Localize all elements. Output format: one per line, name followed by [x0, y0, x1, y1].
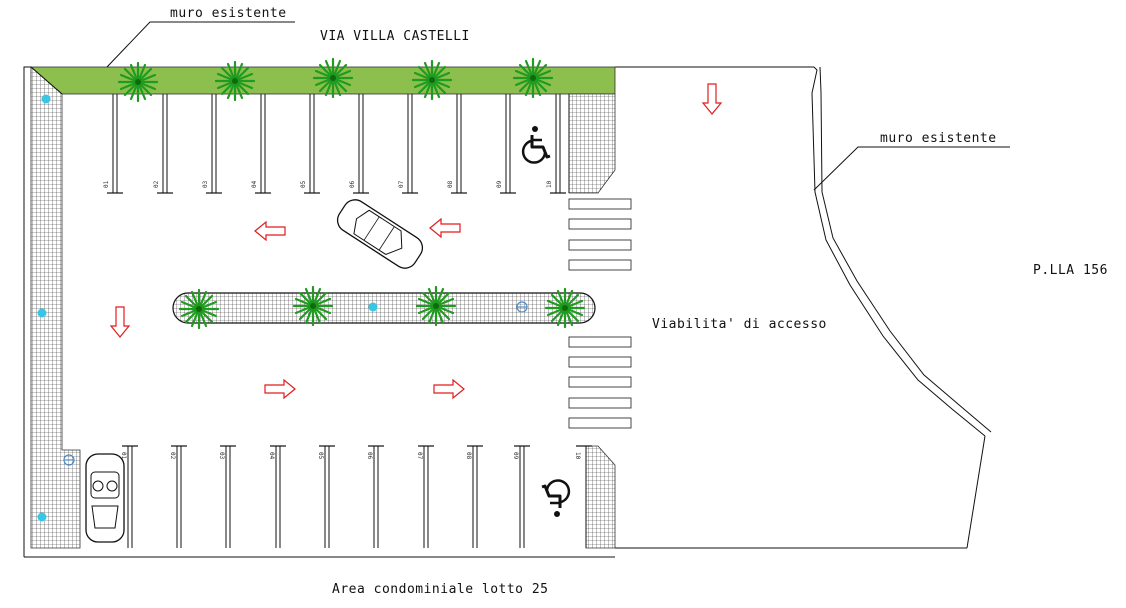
stall-divider — [171, 445, 187, 548]
leader-line-left — [30, 66, 63, 95]
stall-number: 08 — [465, 452, 472, 460]
stall-number: 06 — [349, 180, 356, 188]
direction-arrow-icon — [702, 83, 722, 115]
stall-divider — [467, 445, 483, 548]
leader-right-wall — [813, 146, 1010, 191]
stall-divider — [270, 445, 286, 548]
stall-divider — [157, 94, 173, 194]
stall-divider — [550, 94, 566, 194]
stall-number: 03 — [218, 452, 225, 460]
stall-number: 09 — [496, 180, 503, 188]
tiled-corner-bottom — [585, 445, 616, 549]
stall-number: 05 — [300, 180, 307, 188]
stall-number: 06 — [366, 452, 373, 460]
stall-number: 02 — [153, 180, 160, 188]
stall-number: 09 — [512, 452, 519, 460]
parking-stalls-bottom: 01 02 03 04 05 06 07 08 09 10 — [120, 445, 592, 548]
palm-tree-icon — [512, 57, 554, 99]
wheelchair-icon — [540, 478, 571, 519]
car-icon — [336, 199, 424, 269]
stall-divider — [368, 445, 384, 548]
stall-divider — [353, 94, 369, 194]
leader-top-wall — [106, 21, 295, 68]
stall-number: 08 — [447, 180, 454, 188]
parking-stalls-top: 01 02 03 04 05 06 07 08 09 10 — [103, 94, 566, 194]
palm-tree-icon — [415, 285, 457, 327]
stall-number: 03 — [202, 180, 209, 188]
right-wall-label: muro esistente — [880, 131, 997, 146]
stall-number: 01 — [120, 452, 127, 460]
street-label: VIA VILLA CASTELLI — [320, 29, 470, 44]
palm-tree-icon — [214, 60, 256, 102]
palm-tree-icon — [117, 61, 159, 103]
stall-number: 01 — [103, 180, 110, 188]
palm-tree-icon — [312, 57, 354, 99]
lamp-markers — [37, 94, 378, 522]
stall-divider — [402, 94, 418, 194]
tiled-corner-top — [568, 93, 616, 194]
stall-divider — [255, 94, 271, 194]
stall-divider — [514, 445, 530, 548]
stall-divider — [304, 94, 320, 194]
wheelchair-icon — [521, 124, 552, 165]
drain-markers — [63, 301, 528, 466]
stall-number: 10 — [546, 180, 553, 188]
stall-divider — [418, 445, 434, 548]
stall-number: 07 — [416, 452, 423, 460]
stall-number: 10 — [574, 452, 581, 460]
palm-tree-icon — [178, 288, 220, 330]
stall-number: 04 — [268, 452, 275, 460]
car-icon — [85, 453, 125, 543]
bottom-area-label: Area condominiale lotto 25 — [332, 582, 549, 597]
direction-arrow-icon — [254, 221, 286, 241]
existing-wall-right — [811, 66, 992, 437]
tiled-sidewalk-left — [30, 66, 81, 549]
access-road-label: Viabilita' di accesso — [652, 317, 827, 332]
stall-divider — [451, 94, 467, 194]
stall-divider — [500, 94, 516, 194]
lamp-icon — [41, 94, 51, 104]
stall-divider — [107, 94, 123, 194]
stall-divider — [206, 94, 222, 194]
stall-divider — [220, 445, 236, 548]
direction-arrow-icon — [264, 379, 296, 399]
stall-divider — [122, 445, 138, 548]
crosswalk-lower — [568, 336, 632, 429]
top-wall-label: muro esistente — [170, 6, 287, 21]
stall-number: 05 — [317, 452, 324, 460]
palm-tree-icon — [544, 287, 586, 329]
crosswalk-upper — [568, 198, 632, 271]
lamp-icon — [37, 308, 47, 318]
direction-arrow-icon — [433, 379, 465, 399]
stall-number: 07 — [398, 180, 405, 188]
stall-number: 04 — [251, 180, 258, 188]
lamp-icon — [37, 512, 47, 522]
direction-arrow-icon — [429, 218, 461, 238]
stall-number: 02 — [169, 452, 176, 460]
direction-arrow-icon — [110, 306, 130, 338]
palm-tree-icon — [292, 285, 334, 327]
lamp-icon — [368, 302, 378, 312]
palm-tree-icon — [411, 59, 453, 101]
central-island — [172, 292, 596, 324]
site-boundary — [23, 66, 986, 558]
parcel-label: P.LLA 156 — [1033, 263, 1108, 278]
stall-divider — [319, 445, 335, 548]
